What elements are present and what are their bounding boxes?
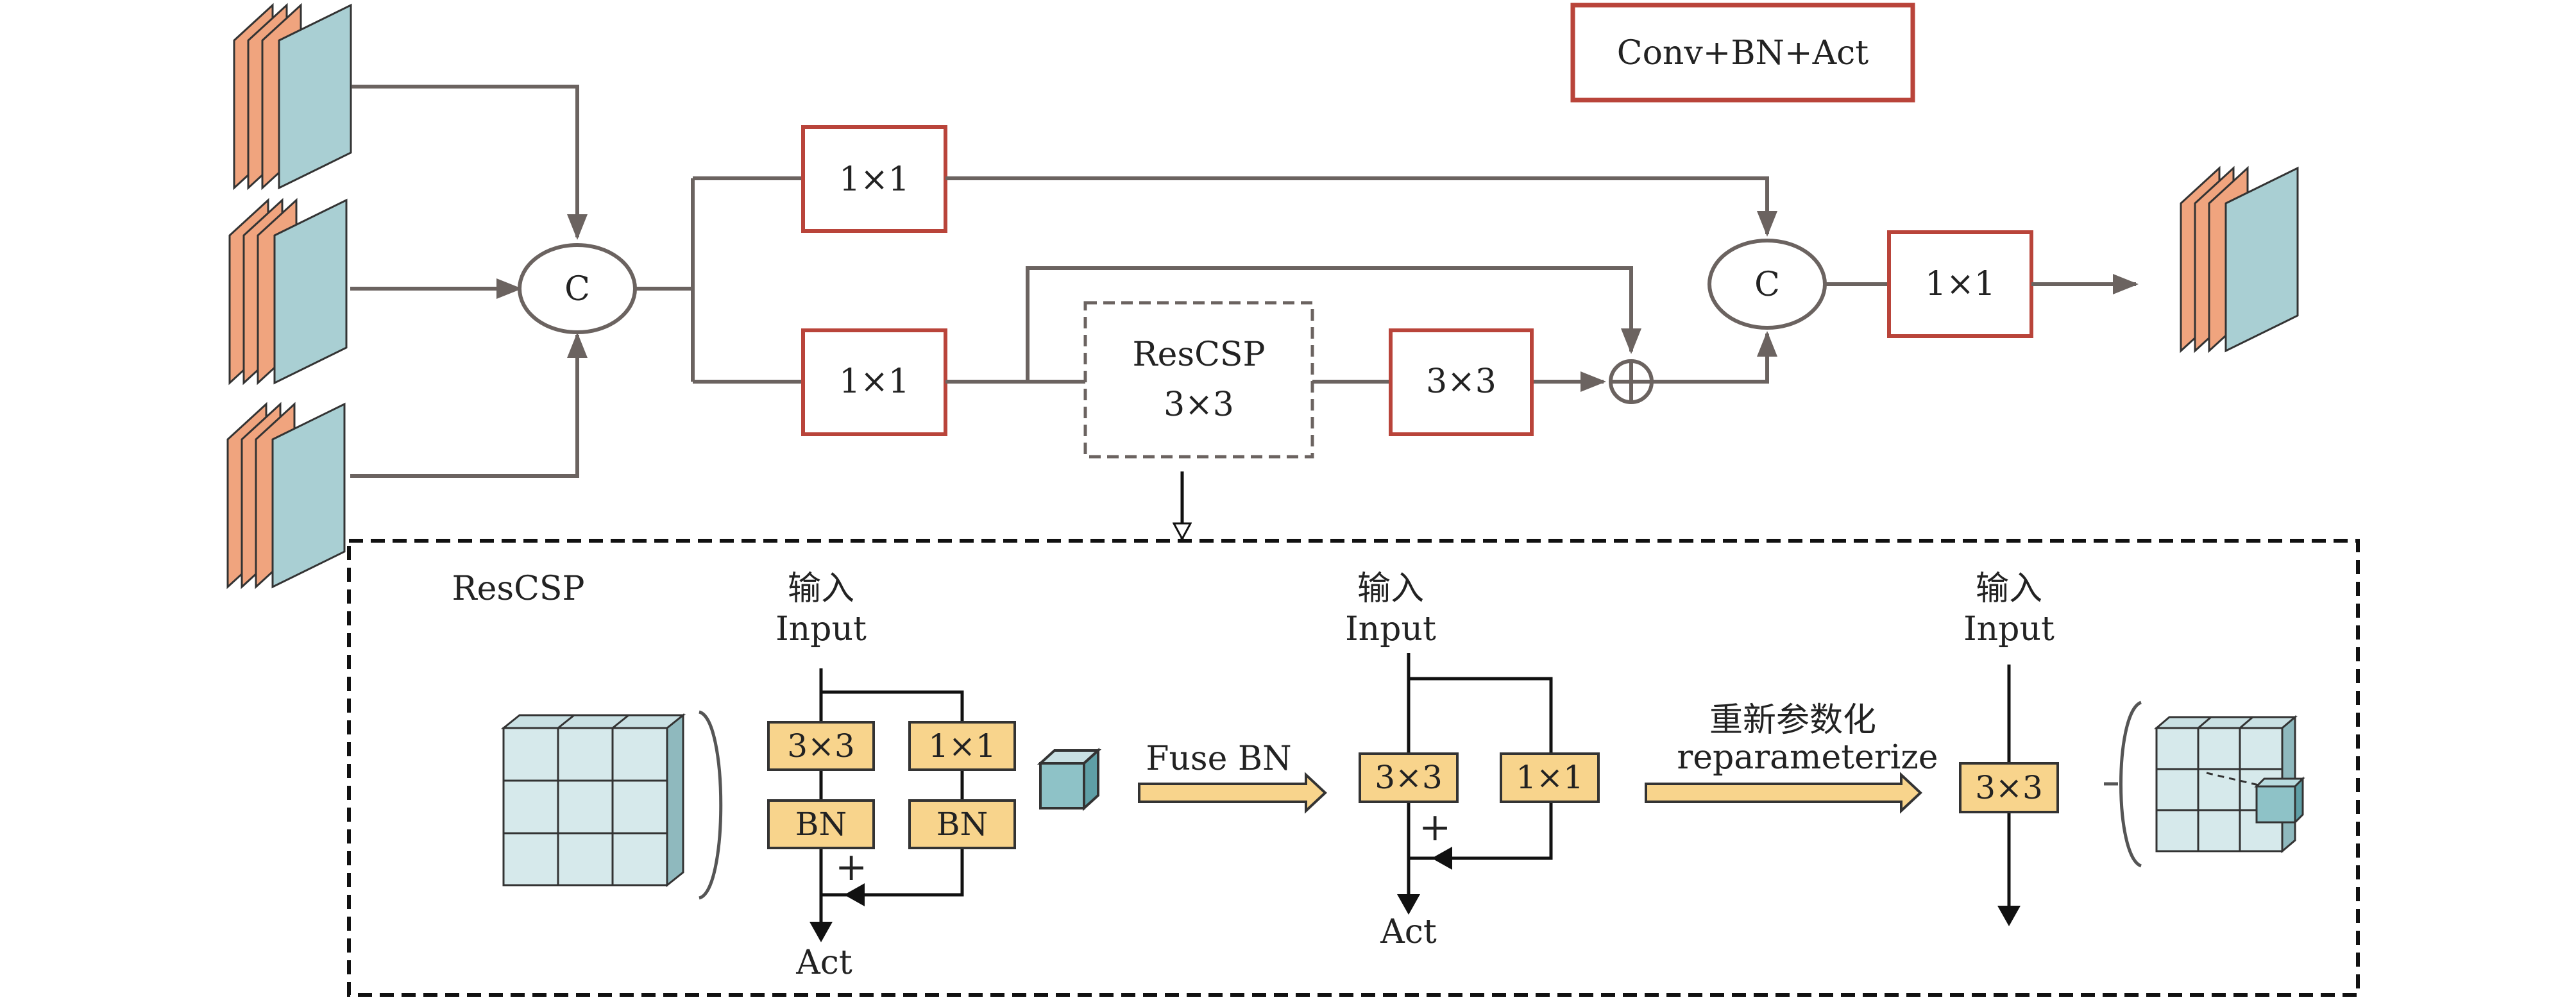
split-connectors bbox=[635, 176, 803, 384]
reparam-label-en: reparameterize bbox=[1677, 738, 1938, 777]
conv3x3-box bbox=[1389, 328, 1534, 436]
top-conv1x1-box bbox=[801, 125, 947, 233]
reparam-grid-bracket bbox=[2119, 700, 2142, 868]
stage1-bn-right-box bbox=[908, 799, 1016, 849]
stage3-conv3x3-box bbox=[1959, 762, 2059, 813]
output-conv1x1-label: 1×1 bbox=[1925, 265, 1996, 303]
stage1-bn-left-box bbox=[767, 799, 875, 849]
concat-output-label: C bbox=[1754, 266, 1780, 304]
stage2-act: Act bbox=[1380, 913, 1437, 951]
legend-label: Conv+BN+Act bbox=[1617, 34, 1868, 72]
rescsp-block bbox=[1083, 301, 1314, 459]
reparam-kernel-grid bbox=[2153, 715, 2305, 854]
stage2-input-cn: 输入 bbox=[1357, 570, 1424, 608]
stage2-conv1x1-label: 1×1 bbox=[1516, 759, 1584, 796]
stage2-conv3x3-box bbox=[1359, 752, 1459, 803]
stage2-conv1x1-box bbox=[1500, 752, 1600, 803]
stage1-conv3x3-label: 3×3 bbox=[787, 727, 855, 765]
add-node bbox=[1609, 359, 1654, 404]
detail-title: ResCSP bbox=[452, 570, 584, 608]
reparam-label-cn: 重新参数化 bbox=[1709, 701, 1876, 740]
stage2: 输入 Input 3×3 1×1 + Act bbox=[1345, 570, 1600, 951]
stage2-input-en: Input bbox=[1345, 610, 1436, 648]
concat-input-label: C bbox=[564, 270, 590, 309]
stage1-plus: + bbox=[835, 845, 867, 890]
stage2-plus: + bbox=[1419, 805, 1451, 850]
rescsp-block-label-line1: ResCSP bbox=[1132, 335, 1265, 374]
stage1-bn-right-label: BN bbox=[936, 806, 988, 843]
kernel-grid-bracket bbox=[698, 710, 723, 900]
rescsp-detail-panel bbox=[347, 539, 2360, 997]
stage3-input-cn: 输入 bbox=[1976, 570, 2042, 608]
fuse-bn-arrow bbox=[1138, 772, 1327, 814]
reparam-arrow bbox=[1645, 772, 1922, 814]
top-branch-connector bbox=[945, 176, 1777, 237]
stage3-input-en: Input bbox=[1963, 610, 2055, 648]
stage1-act: Act bbox=[795, 944, 852, 982]
fuse-bn-label: Fuse BN bbox=[1146, 740, 1291, 778]
kernel-grid-3x3 bbox=[500, 713, 686, 888]
top-conv1x1-label: 1×1 bbox=[839, 160, 910, 199]
input-connectors bbox=[350, 85, 588, 478]
stage1-conv3x3-box bbox=[767, 721, 875, 771]
stage1-input-en: Input bbox=[775, 610, 867, 648]
bottom-conv1x1-label: 1×1 bbox=[839, 362, 910, 401]
stage1-conv1x1-box bbox=[908, 721, 1016, 771]
stage2-conv3x3-label: 3×3 bbox=[1375, 759, 1443, 796]
input-feature-map-2 bbox=[228, 199, 348, 384]
stage3: 输入 Input 3×3 bbox=[1959, 570, 2059, 926]
rescsp-block-label-line2: 3×3 bbox=[1164, 386, 1234, 424]
input-feature-map-3 bbox=[226, 403, 346, 588]
conv3x3-label: 3×3 bbox=[1426, 362, 1496, 401]
residual-connectors bbox=[945, 266, 1777, 392]
legend-box bbox=[1570, 3, 1915, 103]
output-conv1x1-box bbox=[1887, 230, 2033, 338]
input-feature-map-1 bbox=[233, 4, 352, 189]
output-feature-map bbox=[2180, 167, 2299, 352]
stage1: 输入 Input 3×3 1×1 BN BN + Act bbox=[767, 570, 1016, 982]
stage1-bn-left-label: BN bbox=[795, 806, 847, 843]
fused-kernel-cube bbox=[1037, 747, 1102, 811]
stage3-conv3x3-label: 3×3 bbox=[1975, 769, 2043, 806]
stage1-input-cn: 输入 bbox=[788, 570, 854, 608]
stage1-conv1x1-label: 1×1 bbox=[928, 727, 996, 765]
